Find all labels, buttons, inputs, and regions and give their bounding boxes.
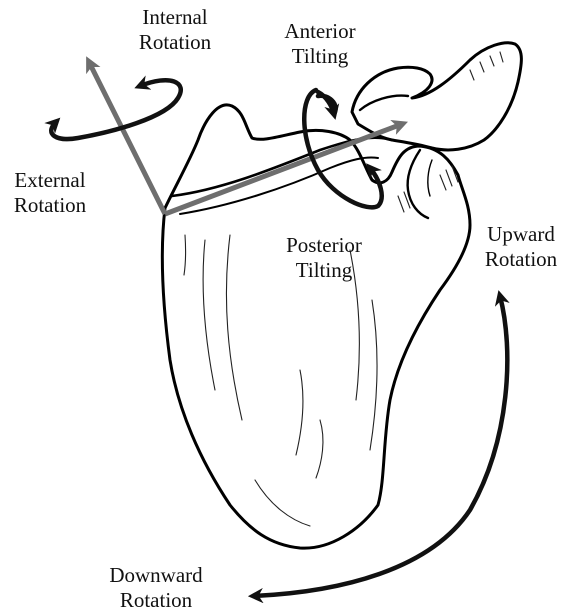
label-anterior-tilting-line2: Tilting: [272, 44, 368, 69]
label-posterior-tilting-line2: Tilting: [272, 258, 376, 283]
label-downward-rotation-line1: Downward: [96, 563, 216, 588]
coracoid-outline: [360, 96, 408, 110]
glenoid-outline: [408, 150, 428, 218]
label-external-rotation: External Rotation: [0, 168, 100, 218]
scapula-body-outline: [162, 105, 470, 548]
label-anterior-tilting: Anterior Tilting: [272, 19, 368, 69]
label-posterior-tilting: Posterior Tilting: [272, 233, 376, 283]
label-upward-rotation-line2: Rotation: [474, 247, 568, 272]
label-external-rotation-line1: External: [0, 168, 100, 193]
label-internal-rotation-line2: Rotation: [125, 30, 225, 55]
internal-external-rotation-arrow: [51, 80, 181, 139]
label-posterior-tilting-line1: Posterior: [272, 233, 376, 258]
bone-shading: [184, 52, 503, 526]
anterior-tilting-arrowhead-curve: [318, 92, 334, 114]
axis-arrows: [89, 62, 402, 214]
label-downward-rotation: Downward Rotation: [96, 563, 216, 613]
label-internal-rotation-line1: Internal: [125, 5, 225, 30]
glenoid-inner: [428, 160, 432, 196]
label-internal-rotation: Internal Rotation: [125, 5, 225, 55]
upward-downward-rotation-arrow: [254, 296, 507, 596]
label-anterior-tilting-line1: Anterior: [272, 19, 368, 44]
vertical-axis-arrow: [89, 62, 165, 214]
label-upward-rotation: Upward Rotation: [474, 222, 568, 272]
scapula-bone: [162, 43, 521, 548]
label-downward-rotation-line2: Rotation: [96, 588, 216, 613]
label-upward-rotation-line1: Upward: [474, 222, 568, 247]
rotation-arrows: [51, 80, 507, 596]
label-external-rotation-line2: Rotation: [0, 193, 100, 218]
